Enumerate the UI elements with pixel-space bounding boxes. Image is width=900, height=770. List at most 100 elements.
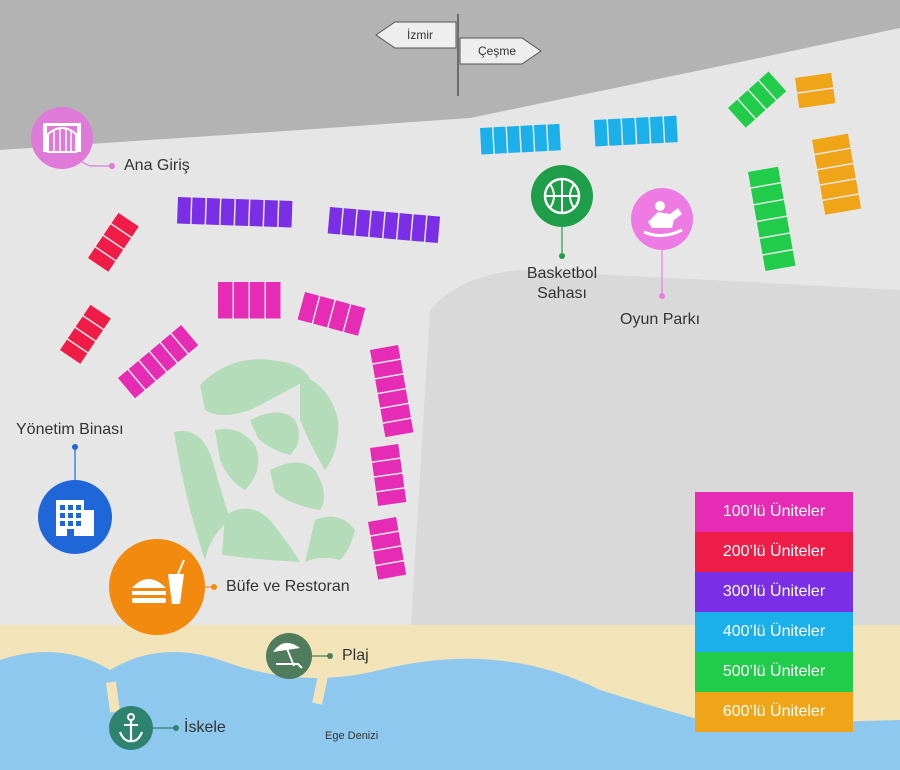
unit[interactable] (367, 517, 399, 536)
unit[interactable] (649, 116, 664, 144)
unit[interactable] (635, 117, 650, 145)
unit[interactable] (822, 194, 862, 215)
unit[interactable] (728, 99, 756, 128)
unit[interactable] (191, 197, 206, 225)
unit[interactable] (177, 197, 191, 224)
unit[interactable] (150, 342, 177, 372)
anchor-icon[interactable] (109, 706, 153, 750)
unit[interactable] (328, 300, 350, 332)
unit[interactable] (383, 211, 399, 240)
unit[interactable] (160, 333, 188, 363)
burger-drink-icon[interactable] (109, 539, 205, 635)
beach-umbrella-icon[interactable] (266, 633, 312, 679)
unit[interactable] (794, 72, 834, 93)
unit[interactable] (374, 473, 405, 492)
legend-item[interactable]: 300’lü Üniteler (695, 572, 853, 612)
unit[interactable] (369, 345, 401, 364)
unit[interactable] (811, 133, 851, 154)
unit[interactable] (327, 207, 343, 235)
unit[interactable] (817, 164, 856, 185)
building-icon[interactable] (38, 480, 112, 554)
unit[interactable] (759, 71, 787, 100)
unit[interactable] (370, 444, 401, 462)
road (0, 0, 900, 150)
unit[interactable] (250, 282, 265, 319)
unit[interactable] (117, 369, 145, 399)
unit[interactable] (738, 90, 766, 119)
unit[interactable] (377, 389, 409, 408)
unit[interactable] (372, 458, 403, 477)
label-sea: Ege Denizi (325, 730, 379, 742)
unit[interactable] (375, 374, 406, 393)
unit[interactable] (621, 117, 636, 145)
unit[interactable] (313, 296, 335, 328)
unit[interactable] (753, 200, 787, 221)
unit[interactable] (493, 126, 507, 154)
units-500 (728, 71, 796, 271)
unit[interactable] (820, 179, 859, 200)
unit[interactable] (139, 351, 167, 381)
unit[interactable] (480, 127, 494, 155)
unit[interactable] (249, 199, 264, 227)
gate-icon[interactable] (31, 107, 93, 169)
unit[interactable] (533, 124, 548, 152)
legend-item[interactable]: 600’lü Üniteler (695, 692, 853, 732)
unit[interactable] (67, 328, 96, 353)
unit[interactable] (547, 123, 561, 151)
unit[interactable] (748, 80, 776, 109)
unit[interactable] (376, 488, 407, 506)
unit[interactable] (297, 292, 320, 324)
unit[interactable] (520, 125, 534, 153)
unit[interactable] (750, 183, 784, 205)
unit[interactable] (218, 282, 233, 319)
unit[interactable] (111, 212, 139, 237)
rocking-horse-icon[interactable] (631, 188, 693, 250)
unit[interactable] (397, 213, 413, 241)
unit[interactable] (594, 119, 608, 147)
legend-item-label: 600’lü Üniteler (722, 703, 826, 720)
unit[interactable] (234, 282, 249, 319)
legend-item[interactable]: 400’lü Üniteler (695, 612, 853, 652)
unit[interactable] (369, 210, 385, 239)
unit[interactable] (206, 198, 220, 225)
unit[interactable] (425, 215, 441, 244)
unit[interactable] (355, 209, 371, 237)
unit[interactable] (370, 531, 402, 551)
unit[interactable] (75, 316, 103, 341)
unit[interactable] (375, 561, 407, 580)
unit[interactable] (372, 359, 404, 379)
unit[interactable] (128, 360, 156, 390)
unit[interactable] (278, 200, 293, 228)
unit[interactable] (797, 88, 836, 109)
legend-item[interactable]: 500’lü Üniteler (695, 652, 853, 692)
unit[interactable] (235, 199, 249, 226)
unit[interactable] (83, 304, 111, 329)
unit[interactable] (383, 418, 414, 438)
unit[interactable] (266, 282, 281, 319)
unit[interactable] (506, 125, 521, 154)
unit[interactable] (663, 115, 678, 143)
unit[interactable] (759, 233, 793, 255)
unit[interactable] (411, 214, 427, 242)
unit[interactable] (95, 236, 124, 261)
unit[interactable] (373, 546, 404, 565)
unit[interactable] (103, 224, 131, 249)
basketball-icon[interactable] (531, 165, 593, 227)
unit[interactable] (343, 304, 366, 336)
unit[interactable] (220, 198, 235, 226)
unit[interactable] (814, 148, 854, 170)
legend-item[interactable]: 200’lü Üniteler (695, 532, 853, 572)
unit[interactable] (341, 208, 357, 236)
unit[interactable] (88, 247, 116, 272)
unit[interactable] (607, 118, 622, 146)
sign-left-arrow (375, 21, 457, 49)
legend-item[interactable]: 100’lü Üniteler (695, 492, 853, 532)
unit[interactable] (60, 339, 88, 364)
unit[interactable] (748, 166, 781, 188)
unit[interactable] (171, 324, 199, 354)
unit[interactable] (380, 404, 411, 423)
unit[interactable] (756, 216, 790, 238)
unit[interactable] (762, 250, 796, 271)
unit[interactable] (264, 200, 278, 227)
